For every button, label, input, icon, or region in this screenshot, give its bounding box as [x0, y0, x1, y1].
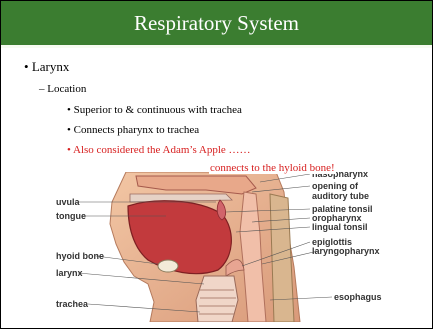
anatomy-figure: uvula tongue hyoid bone larynx trachea n… — [56, 172, 391, 322]
bullet-adams-apple: • Also considered the Adam’s Apple …… — [67, 142, 251, 158]
label-laryngopharynx: laryngopharynx — [312, 246, 380, 256]
bullet-label: Also considered the Adam’s Apple …… — [73, 144, 251, 156]
bullet-connects: • Connects pharynx to trachea — [67, 122, 199, 138]
slide-title-bar: Respiratory System — [1, 1, 432, 45]
bullet-location: – Location — [39, 81, 86, 97]
bullet-superior: • Superior to & continuous with trachea — [67, 102, 242, 118]
spine-shape — [270, 194, 294, 322]
label-larynx: larynx — [56, 268, 83, 278]
bullet-glyph: • — [67, 144, 71, 156]
bullet-label: Larynx — [32, 59, 70, 74]
label-uvula: uvula — [56, 197, 81, 207]
bullet-larynx: • Larynx — [24, 59, 69, 75]
dash-glyph: – — [39, 83, 45, 95]
label-esophagus: esophagus — [334, 292, 382, 302]
label-lingual-tonsil: lingual tonsil — [312, 222, 368, 232]
slide-title: Respiratory System — [134, 11, 299, 36]
larynx-shape — [196, 276, 238, 322]
bullet-glyph: • — [67, 124, 71, 136]
bullet-label: Superior to & continuous with trachea — [74, 104, 242, 116]
bullet-label: Location — [47, 83, 86, 95]
label-trachea: trachea — [56, 299, 89, 309]
bullet-label: Connects pharynx to trachea — [74, 124, 200, 136]
bullet-glyph: • — [67, 104, 71, 116]
hyoid-shape — [158, 260, 178, 272]
label-auditory-tube: auditory tube — [312, 191, 369, 201]
hyoid-note: connects to the hyloid bone! — [209, 162, 336, 174]
label-tongue: tongue — [56, 211, 86, 221]
title-divider — [1, 45, 432, 48]
label-hyoid-bone: hyoid bone — [56, 251, 104, 261]
bullet-glyph: • — [24, 59, 29, 74]
label-opening-of: opening of — [312, 181, 359, 191]
